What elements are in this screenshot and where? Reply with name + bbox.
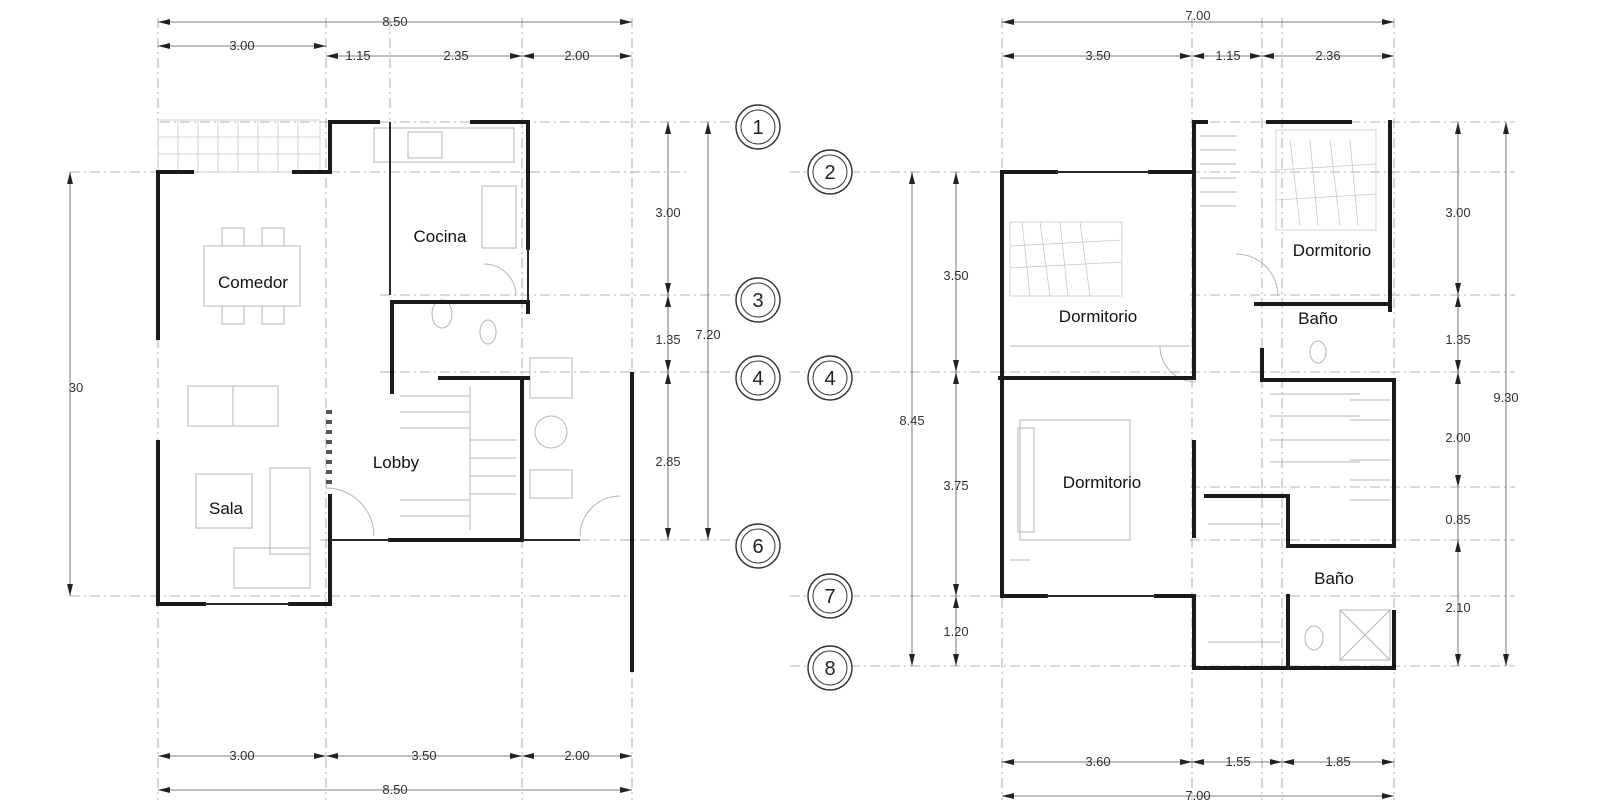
dim-ground-top-3: 2.35 <box>443 48 468 63</box>
dim-ground-top-total: 8.50 <box>382 14 407 29</box>
dim-ground-bottom-1: 3.00 <box>229 748 254 763</box>
axis-bubble-1 <box>735 104 781 150</box>
room-label-bano-1: Baño <box>1298 309 1338 328</box>
room-label-dormitorio-1: Dormitorio <box>1059 307 1137 326</box>
dim-ground-top-2: 1.15 <box>345 48 370 63</box>
upper-floor-walls <box>998 120 1396 670</box>
axis-bubble-4-right <box>807 355 853 401</box>
dim-upper-top-2: 1.15 <box>1215 48 1240 63</box>
dim-ground-top-4: 2.00 <box>564 48 589 63</box>
room-labels: Comedor Cocina Lobby Sala Dormitorio Dor… <box>209 227 1371 588</box>
axis-bubble-4-left <box>735 355 781 401</box>
axis-label-8: 8 <box>824 658 835 680</box>
axis-label-1: 1 <box>752 117 763 139</box>
ground-floor-walls <box>156 120 634 672</box>
dim-upper-top-3: 2.36 <box>1315 48 1340 63</box>
axis-bubble-8 <box>807 645 853 691</box>
dim-upper-bottom-2: 1.55 <box>1225 754 1250 769</box>
dim-upper-right-3: 2.00 <box>1445 430 1470 445</box>
room-label-cocina: Cocina <box>414 227 467 246</box>
room-label-dormitorio-3: Dormitorio <box>1063 473 1141 492</box>
dim-upper-bottom-3: 1.85 <box>1325 754 1350 769</box>
dim-upper-right-1: 3.00 <box>1445 205 1470 220</box>
dim-upper-left-3: 1.20 <box>943 624 968 639</box>
dim-upper-right-4: 0.85 <box>1445 512 1470 527</box>
upper-floor-furniture <box>1009 129 1391 661</box>
axis-label-4-left: 4 <box>752 368 763 390</box>
axis-bubbles: 1 2 3 4 4 6 7 8 <box>735 104 853 691</box>
dim-upper-top-total: 7.00 <box>1185 8 1210 23</box>
dim-ground-right-3: 2.85 <box>655 454 680 469</box>
room-label-sala: Sala <box>209 499 244 518</box>
dim-ground-right-total: 7.20 <box>695 327 720 342</box>
axis-label-4-right: 4 <box>824 368 835 390</box>
grid-lines <box>70 18 1515 800</box>
dim-ground-top-1: 3.00 <box>229 38 254 53</box>
dim-ground-bottom-total: 8.50 <box>382 782 407 797</box>
dim-ground-left-total: 30 <box>69 380 83 395</box>
dim-ground-right-1: 3.00 <box>655 205 680 220</box>
axis-bubble-6 <box>735 523 781 569</box>
axis-bubble-2 <box>807 149 853 195</box>
axis-label-6: 6 <box>752 536 763 558</box>
dim-upper-left-2: 3.75 <box>943 478 968 493</box>
room-label-dormitorio-2: Dormitorio <box>1293 241 1371 260</box>
dim-ground-bottom-3: 2.00 <box>564 748 589 763</box>
dimension-labels: 8.50 3.00 1.15 2.35 2.00 3.00 3.50 2.00 … <box>69 8 1519 803</box>
dim-upper-bottom-total: 7.00 <box>1185 788 1210 803</box>
dim-ground-right-2: 1.35 <box>655 332 680 347</box>
dim-upper-left-total: 8.45 <box>899 413 924 428</box>
dim-upper-right-total: 9.30 <box>1493 390 1518 405</box>
room-label-comedor: Comedor <box>218 273 288 292</box>
dim-upper-bottom-1: 3.60 <box>1085 754 1110 769</box>
axis-bubble-7 <box>807 573 853 619</box>
ground-floor-furniture <box>157 119 621 589</box>
dim-upper-right-5: 2.10 <box>1445 600 1470 615</box>
room-label-lobby: Lobby <box>373 453 420 472</box>
axis-label-3: 3 <box>752 290 763 312</box>
dim-ground-bottom-2: 3.50 <box>411 748 436 763</box>
axis-bubble-3 <box>735 277 781 323</box>
dim-upper-right-2: 1.35 <box>1445 332 1470 347</box>
axis-label-7: 7 <box>824 586 835 608</box>
dim-upper-left-1: 3.50 <box>943 268 968 283</box>
dimension-lines <box>67 19 1509 799</box>
room-label-bano-2: Baño <box>1314 569 1354 588</box>
dim-upper-top-1: 3.50 <box>1085 48 1110 63</box>
axis-label-2: 2 <box>824 162 835 184</box>
